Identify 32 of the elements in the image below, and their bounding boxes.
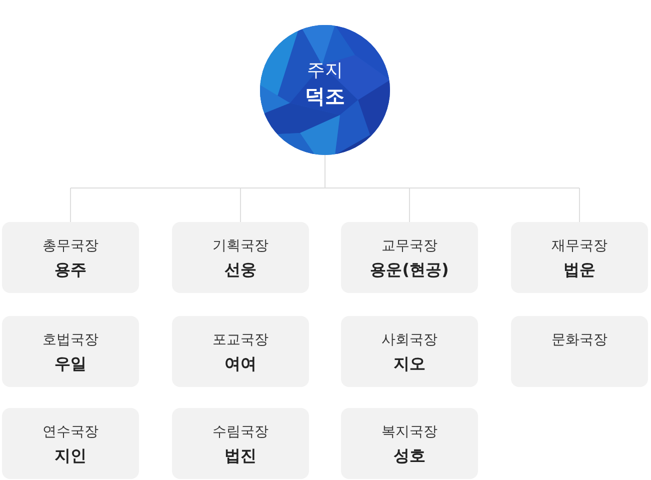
connector-line [70,154,580,188]
department-box [341,222,478,293]
position-title: 수림국장 [212,423,268,442]
person-name: 여여 [224,353,256,375]
position-title: 주지 [307,59,343,83]
person-name: 법진 [224,445,256,467]
connector-line [409,188,410,222]
person-name: 용주 [54,259,86,281]
position-title: 호법국장 [42,331,98,350]
position-title: 총무국장 [42,237,98,256]
department-box [2,222,139,293]
position-title: 연수국장 [42,423,98,442]
connector-line [579,188,580,222]
person-name: 용운(현공) [370,259,449,281]
person-name: 성호 [394,445,426,467]
position-title: 문화국장 [552,331,608,350]
department-box [172,222,309,293]
person-name: 덕조 [305,83,345,109]
position-title: 사회국장 [382,331,438,350]
person-name: 지오 [394,353,426,375]
position-title: 복지국장 [382,423,438,442]
person-name: 우일 [54,353,86,375]
department-box [511,222,648,293]
position-title: 재무국장 [552,237,608,256]
person-name: 법운 [564,259,596,281]
connector-line [240,188,241,222]
position-title: 교무국장 [382,237,438,256]
person-name: 지인 [54,445,86,467]
connector-line [70,188,71,222]
person-name: 선웅 [224,259,256,281]
position-title: 포교국장 [212,331,268,350]
position-title: 기획국장 [212,237,268,256]
